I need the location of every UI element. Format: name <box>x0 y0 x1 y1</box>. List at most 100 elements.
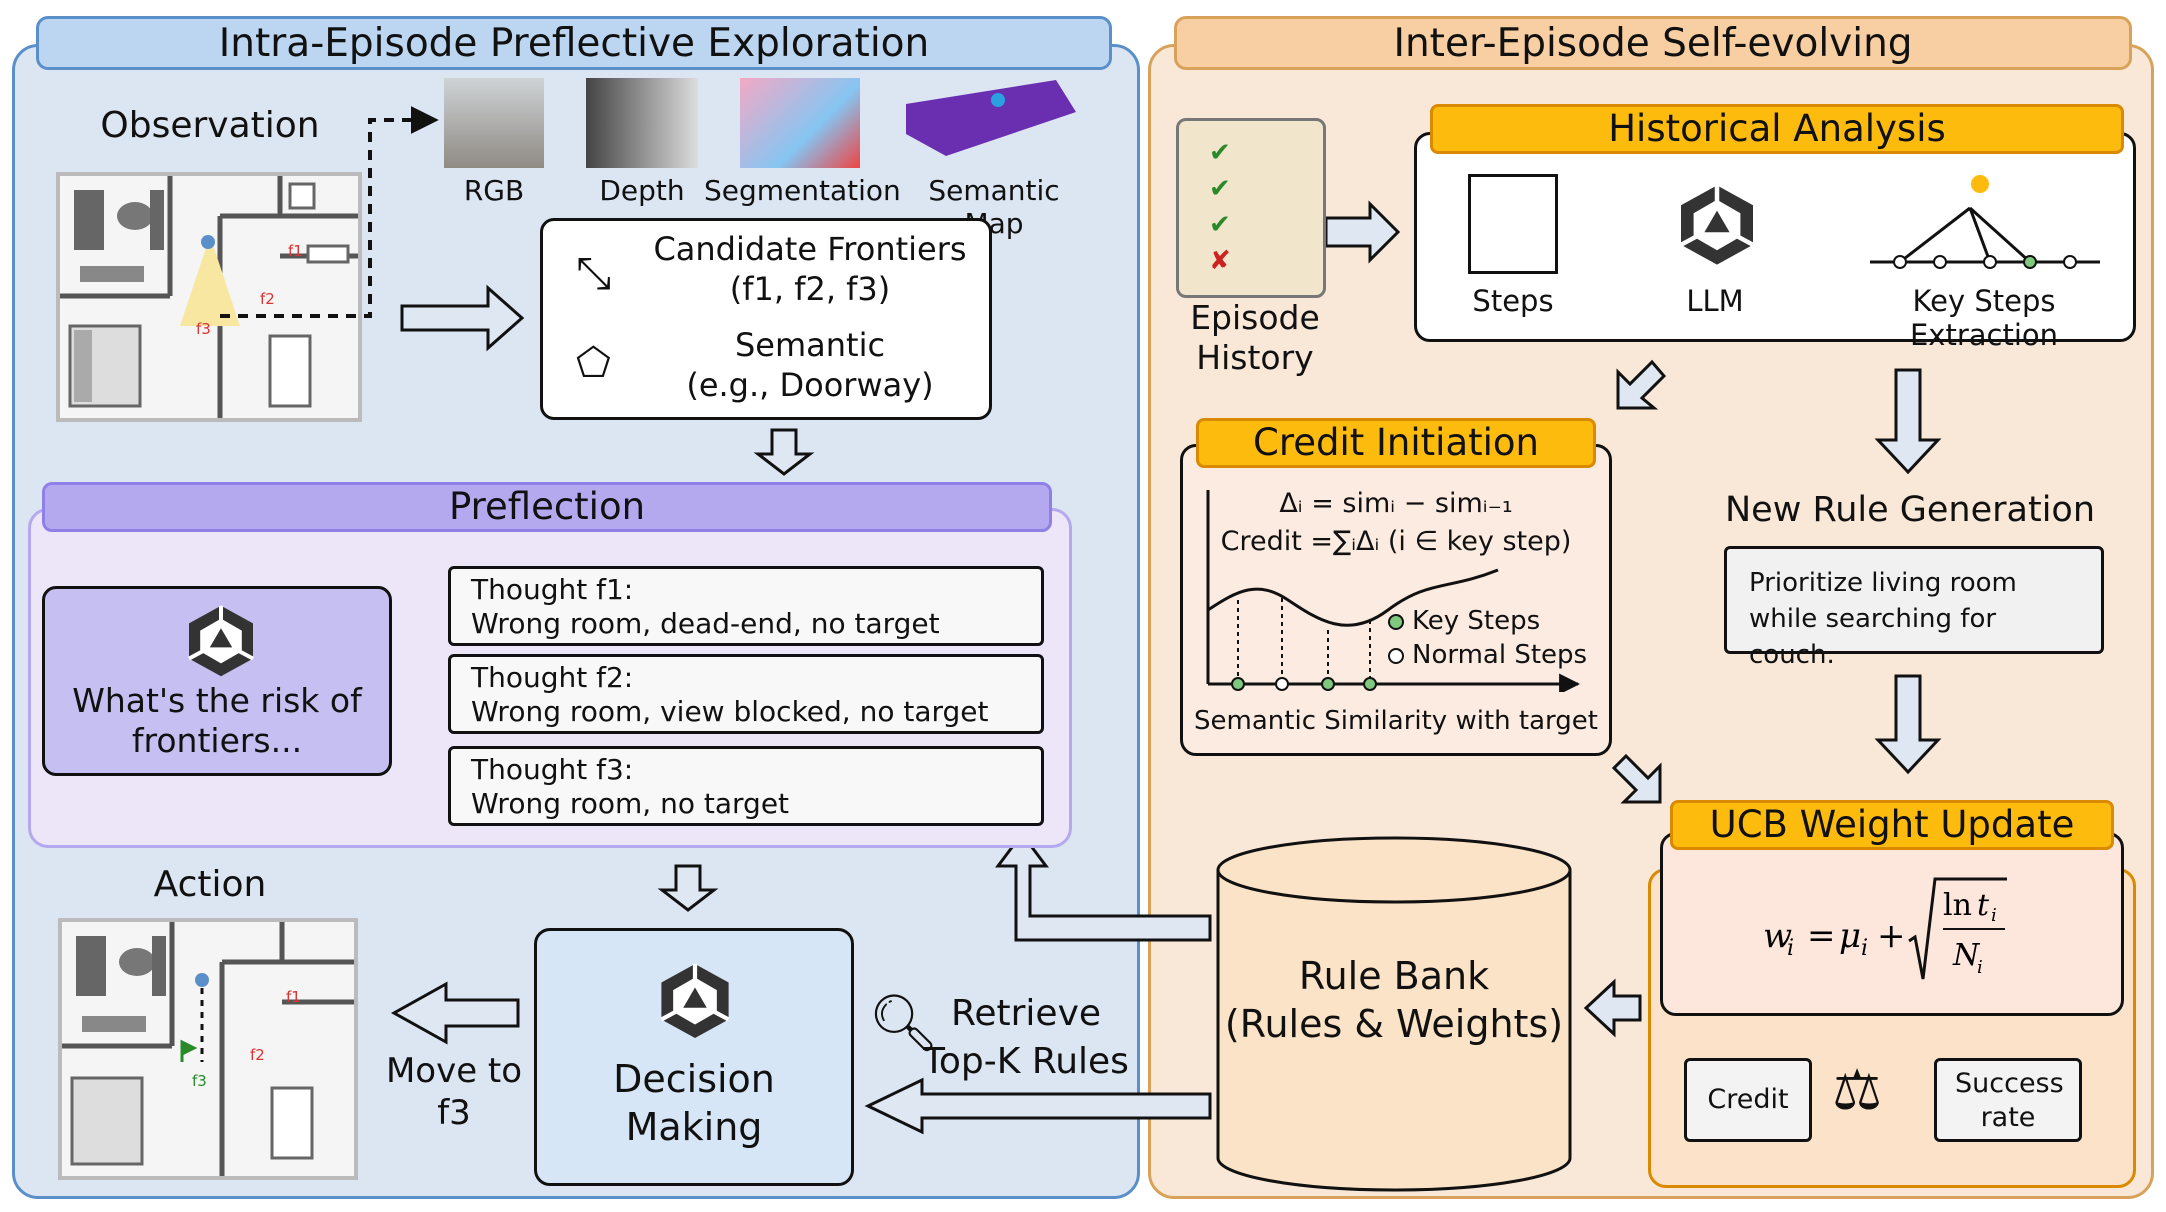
action-floor-plan: f1 f2 f3 <box>58 918 358 1180</box>
key-steps-extraction-label: Key Steps Extraction <box>1909 284 2059 352</box>
arrow-to-action <box>390 981 520 1045</box>
credit-initiation-box <box>1180 444 1612 756</box>
move-label: Move to f3 <box>385 1051 523 1133</box>
observation-floor-plan-drawing <box>60 176 358 418</box>
credit-axis-label: Semantic Similarity with target <box>1194 706 1598 736</box>
depth-label: Depth <box>599 174 685 207</box>
svg-text:ln: ln <box>1943 888 1972 923</box>
episode-history-label: Episode History <box>1190 298 1320 377</box>
candidate-frontiers-value: (f1, f2, f3) <box>729 270 891 308</box>
steps-label: Steps <box>1472 284 1554 318</box>
action-label: Action <box>153 864 267 905</box>
observation-floor-plan: f1 f2 f3 <box>56 172 362 422</box>
svg-text:N: N <box>1952 938 1981 973</box>
arrow-retrieve <box>864 1077 1212 1135</box>
action-f1-label: f1 <box>286 988 301 1006</box>
right-panel-title: Inter-Episode Self-evolving <box>1174 16 2132 70</box>
key-steps-extraction-icon <box>1870 175 2100 269</box>
thought-f3-text: Wrong room, no target <box>471 787 790 820</box>
new-rule-line2: while searching for couch. <box>1749 604 1997 670</box>
arrow-to-decision <box>657 864 719 912</box>
retrieve-label: Retrieve Top-K Rules <box>923 993 1129 1082</box>
semantic-title: Semantic <box>734 326 886 364</box>
success-rate-box: Success rate <box>1934 1058 2082 1142</box>
arrow-rulebank-to-preflection <box>995 831 1212 942</box>
candidate-frontiers-title: Candidate Frontiers <box>653 230 967 268</box>
tag-icon: ⬠ <box>576 340 611 386</box>
preflection-question: What's the risk of frontiers... <box>72 681 362 760</box>
thought-f2-title: Thought f2: <box>471 661 634 694</box>
svg-text:t: t <box>1977 888 1990 923</box>
arrow-to-credit <box>1616 359 1667 410</box>
segmentation-label: Segmentation <box>704 174 901 207</box>
svg-text:=: = <box>1807 916 1836 956</box>
observation-sensor-connector <box>220 106 439 318</box>
svg-text:μ: μ <box>1839 916 1861 956</box>
credit-plot <box>1206 490 1598 692</box>
ucb-formula-box: w i = μ i + ln t i N i <box>1660 832 2124 1016</box>
arrow-ucb-to-rulebank <box>1583 978 1642 1038</box>
episode-history-scroll-icon: ✔✔✔✘ <box>1176 118 1326 298</box>
rule-bank-line2: (Rules & Weights) <box>1224 1002 1564 1046</box>
svg-text:w: w <box>1763 916 1792 956</box>
frontier-f3-label: f3 <box>196 320 211 338</box>
thought-f3-box: Thought f3: Wrong room, no target <box>448 746 1044 826</box>
svg-text:i: i <box>1977 957 1983 978</box>
svg-text:i: i <box>1991 905 1997 926</box>
balance-scale-icon: ⚖︎ <box>1832 1058 1883 1123</box>
ucb-formula: w i = μ i + ln t i N i <box>1763 877 2007 980</box>
credit-formula-delta: Δᵢ = simᵢ − simᵢ₋₁ <box>1279 488 1513 519</box>
segmentation-thumbnail <box>740 78 860 168</box>
semantic-map-thumbnail <box>906 80 1076 156</box>
observation-label: Observation <box>100 105 320 146</box>
credit-initiation-title: Credit Initiation <box>1196 418 1596 468</box>
rule-bank-cylinder <box>1216 836 1572 1192</box>
frontier-f2-label: f2 <box>260 290 275 308</box>
episode-check-marks: ✔✔✔✘ <box>1209 138 1231 276</box>
frontier-f1-label: f1 <box>288 242 303 260</box>
thought-f1-text: Wrong room, dead-end, no target <box>471 607 940 640</box>
arrow-to-new-rule <box>1874 368 1942 475</box>
new-rule-title: New Rule Generation <box>1724 490 2096 530</box>
thought-f2-text: Wrong room, view blocked, no target <box>471 695 989 728</box>
new-rule-line1: Prioritize living room <box>1749 568 2017 598</box>
historical-analysis-title: Historical Analysis <box>1430 104 2124 154</box>
preflection-title: Preflection <box>42 482 1052 532</box>
arrow-to-preflection <box>753 428 815 476</box>
ucb-title: UCB Weight Update <box>1670 800 2114 850</box>
action-f3-label: f3 <box>192 1072 207 1090</box>
arrow-history-to-analysis <box>1324 200 1401 264</box>
candidate-box <box>540 218 992 420</box>
action-f2-label: f2 <box>250 1046 265 1064</box>
thought-f1-title: Thought f1: <box>471 573 634 606</box>
legend-key-steps: Key Steps <box>1412 606 1541 636</box>
preflection-question-box: What's the risk of frontiers... <box>42 586 392 776</box>
arrow-credit-to-ucb <box>1611 753 1662 804</box>
credit-box: Credit <box>1684 1058 1812 1142</box>
arrow-to-candidates <box>400 284 525 352</box>
depth-thumbnail <box>586 78 698 168</box>
semantic-value: (e.g., Doorway) <box>686 366 934 404</box>
credit-formula-credit: Credit =∑ᵢΔᵢ (i ∈ key step) <box>1220 526 1572 557</box>
svg-text:i: i <box>1787 936 1794 961</box>
decision-label: Decision Making <box>613 1057 775 1149</box>
decision-llm-logo-icon <box>653 959 737 1043</box>
new-rule-box: Prioritize living room while searching f… <box>1724 546 2104 670</box>
rgb-thumbnail <box>444 78 544 168</box>
rgb-label: RGB <box>463 174 525 207</box>
left-panel-title: Intra-Episode Preflective Exploration <box>36 16 1112 70</box>
semantic-map-drawing <box>906 80 1076 156</box>
svg-text:i: i <box>1861 936 1868 961</box>
svg-text:+: + <box>1877 916 1906 956</box>
steps-doc-icon <box>1468 174 1558 274</box>
thought-f3-title: Thought f3: <box>471 753 634 786</box>
rule-bank-line1: Rule Bank <box>1298 954 1490 998</box>
action-floor-plan-drawing <box>62 922 354 1176</box>
magnifier-icon: 🔍︎ <box>868 991 940 1056</box>
llm-label: LLM <box>1686 284 1744 318</box>
expand-arrows-icon: ⤡ <box>576 248 612 299</box>
llm-logo-icon <box>181 601 261 681</box>
analysis-llm-logo-icon <box>1672 180 1762 270</box>
decision-box: Decision Making <box>534 928 854 1186</box>
legend-normal-steps: Normal Steps <box>1412 640 1588 670</box>
